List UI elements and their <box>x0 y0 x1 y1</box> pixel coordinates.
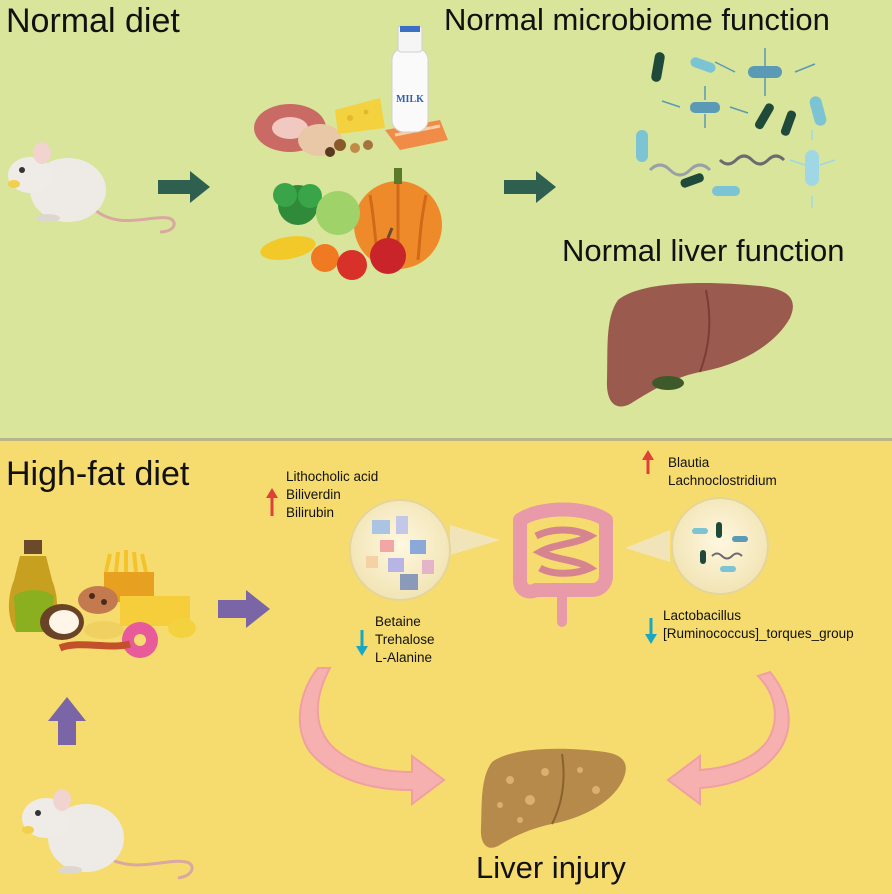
metabolites-down-arrow <box>356 630 368 656</box>
bacteria-up-arrow <box>642 450 654 474</box>
normal-liver-label: Normal liver function <box>562 233 845 268</box>
high-fat-diet-panel <box>0 441 892 894</box>
bacteria-down-item: [Ruminococcus]_torques_group <box>663 626 854 641</box>
bacteria-down-item: Lactobacillus <box>663 608 742 623</box>
metabolite-up-item: Lithocholic acid <box>286 469 379 484</box>
high-fat-diet-title: High-fat diet <box>6 455 190 493</box>
bacteria-up-item: Lachnoclostridium <box>668 473 777 488</box>
bacteria-up-item: Blautia <box>668 455 710 470</box>
purple-arrow-up <box>48 697 86 745</box>
bacteria-down-arrow <box>645 618 657 644</box>
metabolites-up-list: Lithocholic acid Biliverdin Bilirubin <box>286 468 378 522</box>
microbiome-label: Normal microbiome function <box>444 2 830 37</box>
liver-icon <box>606 282 793 407</box>
metabolite-up-item: Bilirubin <box>286 505 335 520</box>
metabolites-up-arrow <box>266 488 278 516</box>
metabolite-down-item: Betaine <box>375 614 421 629</box>
normal-diet-title: Normal diet <box>6 2 180 40</box>
metabolite-up-item: Biliverdin <box>286 487 341 502</box>
purple-arrow-right <box>218 590 270 628</box>
high-fat-food-icon <box>8 540 196 658</box>
intestine-icon <box>513 502 613 627</box>
metabolites-down-list: Betaine Trehalose L-Alanine <box>375 613 435 667</box>
bacteria-up-list: Blautia Lachnoclostridium <box>668 454 777 490</box>
liver-icon <box>480 748 626 848</box>
metabolite-magnifier-icon <box>349 499 500 601</box>
milk-label: MILK <box>396 94 424 105</box>
metabolite-down-item: Trehalose <box>375 632 435 647</box>
left-curved-arrow <box>298 667 446 806</box>
mouse-icon <box>22 789 194 880</box>
bacteria-down-list: Lactobacillus [Ruminococcus]_torques_gro… <box>663 607 854 643</box>
green-arrow-1 <box>158 171 210 203</box>
liver-injury-label: Liver injury <box>476 850 626 885</box>
panel-divider <box>0 438 892 441</box>
metabolite-down-item: L-Alanine <box>375 650 433 665</box>
microbe-magnifier-icon <box>625 497 769 595</box>
mouse-icon <box>8 142 176 234</box>
green-arrow-2 <box>504 171 556 203</box>
normal-food-icon: MILK <box>254 25 448 280</box>
bacteria-icon <box>636 48 836 208</box>
right-curved-arrow <box>666 670 790 806</box>
